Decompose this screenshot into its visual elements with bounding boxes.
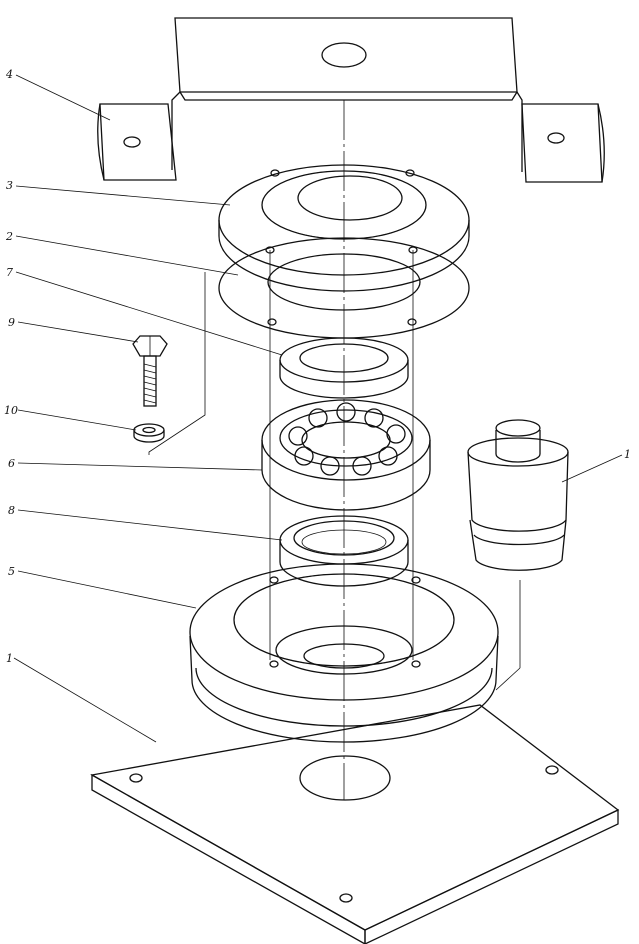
- washer-part-10: [133, 423, 165, 443]
- leader-lines: [13, 74, 623, 743]
- base-plate-part-1: [90, 704, 620, 944]
- shaft-cartridge-part-1: [467, 419, 569, 691]
- callout-7: 7: [6, 266, 13, 279]
- callout-5: 5: [8, 565, 15, 578]
- bracket-part-4: [97, 17, 605, 183]
- callout-6: 6: [8, 457, 15, 470]
- callout-1-shaft: 1: [624, 448, 631, 461]
- callout-1-base: 1: [6, 652, 13, 665]
- bolt-part-9: [132, 335, 168, 407]
- seal-ring-part-7: [279, 337, 409, 399]
- callout-9: 9: [8, 316, 15, 329]
- callout-2: 2: [5, 230, 13, 243]
- callout-8: 8: [8, 504, 15, 517]
- callout-4: 4: [5, 68, 13, 81]
- bolt-guide-line: [148, 272, 206, 455]
- callout-3: 3: [6, 179, 13, 192]
- ball-bearing-part-6: [261, 399, 431, 511]
- callout-10: 10: [4, 404, 18, 417]
- callout-labels: 4 3 2 7 9 10 6 8 5 1 1: [4, 68, 631, 665]
